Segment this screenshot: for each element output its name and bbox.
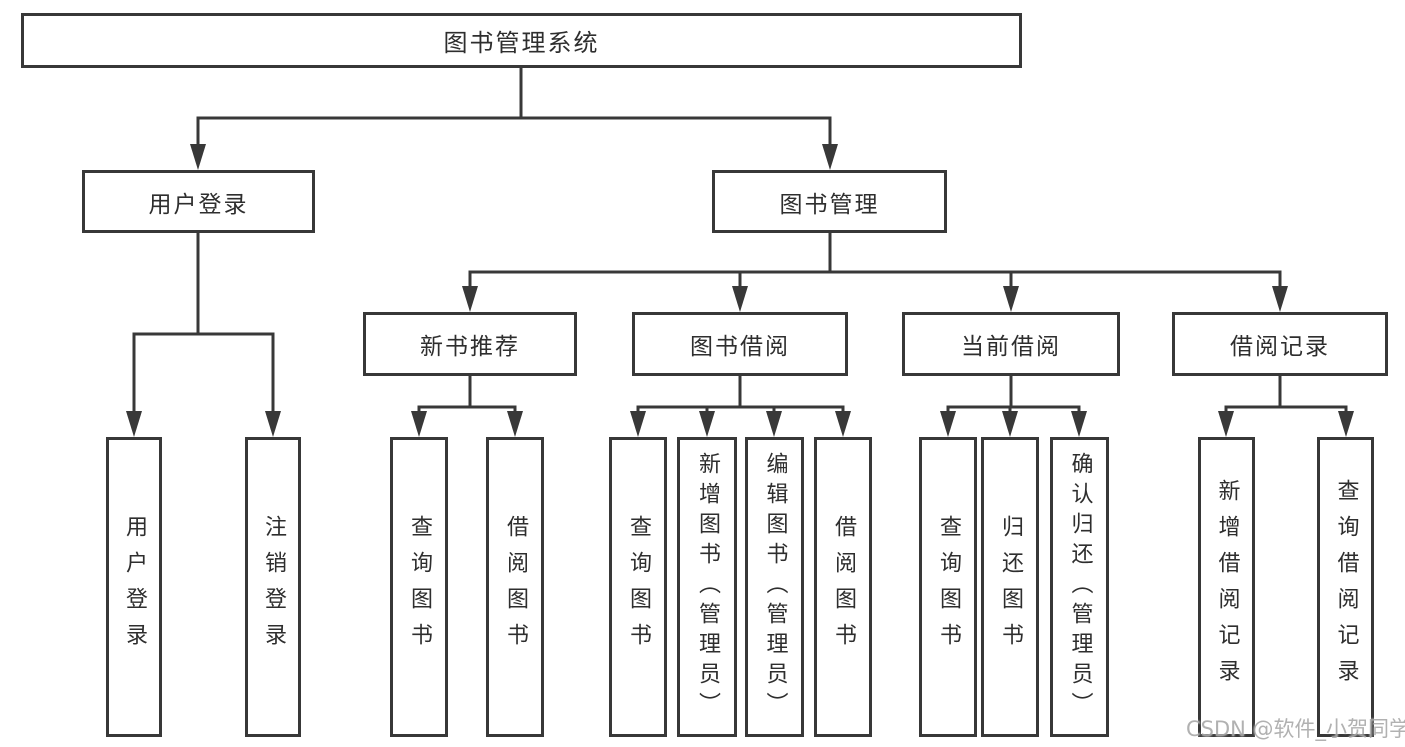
leaf-current-query-books: 查询图书 (919, 437, 977, 737)
node-book-borrow: 图书借阅 (632, 312, 848, 376)
node-label: 归还图书 (998, 515, 1023, 659)
node-label: 新书推荐 (420, 334, 520, 360)
node-label: 借阅图书 (831, 515, 856, 659)
node-label: 用户登录 (122, 515, 147, 659)
node-user-login: 用户登录 (82, 170, 315, 233)
leaf-query-borrow-record: 查询借阅记录 (1317, 437, 1374, 737)
leaf-add-books-admin: 新增图书（管理员） (677, 437, 737, 737)
leaf-confirm-return-admin: 确认归还（管理员） (1050, 437, 1109, 737)
node-label: 确认归还（管理员） (1067, 452, 1093, 722)
node-label: 查询图书 (407, 515, 432, 659)
node-borrow-records: 借阅记录 (1172, 312, 1388, 376)
node-label: 查询借阅记录 (1333, 479, 1359, 695)
leaf-borrow-books: 借阅图书 (814, 437, 872, 737)
node-label: 新增图书（管理员） (695, 452, 720, 722)
node-label: 注销登录 (261, 515, 286, 659)
leaf-logout: 注销登录 (245, 437, 301, 737)
node-label: 图书借阅 (690, 334, 790, 360)
node-label: 查询图书 (936, 515, 961, 659)
node-label: 图书管理系统 (443, 29, 600, 57)
node-book-management: 图书管理 (712, 170, 947, 233)
leaf-add-borrow-record: 新增借阅记录 (1198, 437, 1255, 737)
leaf-newbook-query-books: 查询图书 (390, 437, 448, 737)
csdn-watermark: CSDN @软件_小贺同学 (1186, 717, 1405, 741)
node-label: 图书管理 (779, 191, 880, 218)
node-current-borrow: 当前借阅 (902, 312, 1120, 376)
node-label: 新增借阅记录 (1214, 479, 1240, 695)
node-label: 编辑图书（管理员） (762, 452, 788, 722)
leaf-edit-books-admin: 编辑图书（管理员） (745, 437, 804, 737)
leaf-user-login: 用户登录 (106, 437, 162, 737)
leaf-borrow-query-books: 查询图书 (609, 437, 667, 737)
node-label: 借阅记录 (1230, 334, 1330, 360)
node-label: 查询图书 (626, 515, 651, 659)
node-root-library-management-system: 图书管理系统 (21, 13, 1022, 68)
leaf-newbook-borrow-books: 借阅图书 (486, 437, 544, 737)
leaf-return-books: 归还图书 (981, 437, 1039, 737)
node-label: 当前借阅 (961, 334, 1061, 360)
node-label: 借阅图书 (503, 515, 528, 659)
node-label: 用户登录 (148, 191, 249, 218)
node-new-book-recommend: 新书推荐 (363, 312, 577, 376)
